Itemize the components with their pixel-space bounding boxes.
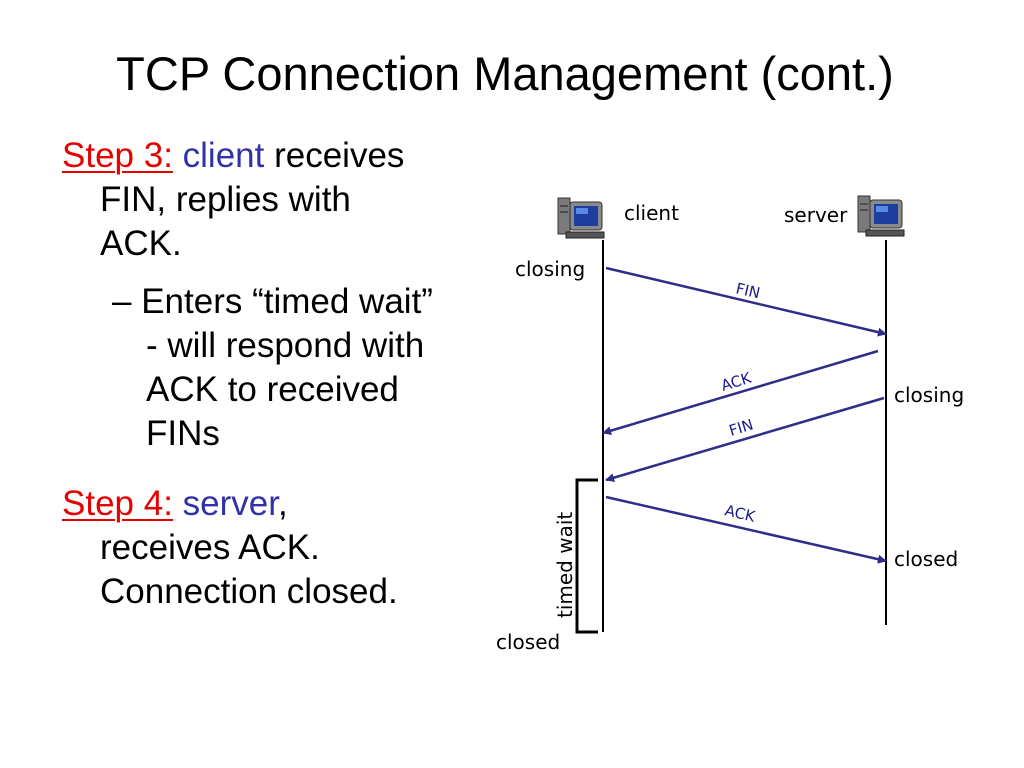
ack-message-label: ACK (719, 368, 754, 394)
ack-message-label: ACK (723, 501, 758, 526)
server-label: server (784, 203, 848, 227)
fin-arrow-client-to-server (605, 266, 887, 337)
step3-heading: Step 3: (62, 136, 173, 175)
ack-arrow-server-to-client (602, 349, 879, 435)
fin-message-label: FIN (734, 279, 762, 302)
step3-bullet: – Enters “timed wait” - will respond wit… (112, 280, 502, 456)
step4-actor: server (182, 484, 278, 523)
text-column: Step 3: client receives FIN, replies wit… (62, 134, 502, 614)
client-label: client (624, 201, 679, 225)
step4-text-c: Connection closed. (100, 572, 398, 611)
step3-text-a: receives (264, 136, 405, 175)
fin-arrow-server-to-client (605, 396, 885, 483)
step4-text-a: , (277, 484, 288, 523)
slide-title: TCP Connection Management (cont.) (116, 47, 894, 100)
server-closing-label: closing (894, 383, 964, 407)
step3-text-c: ACK. (100, 224, 182, 263)
step4-paragraph: Step 4: server, receives ACK. Connection… (62, 482, 502, 614)
client-closing-label: closing (515, 257, 585, 281)
server-closed-label: closed (894, 547, 958, 571)
timed-wait-bracket (575, 478, 598, 634)
client-closed-label: closed (496, 630, 560, 654)
computer-icon (857, 195, 905, 237)
step4-text-b: receives ACK. (100, 528, 320, 567)
step4-heading: Step 4: (62, 484, 173, 523)
step3-actor: client (182, 136, 265, 175)
ack-arrow-client-to-server (605, 495, 887, 564)
bullet-line: Enters “timed wait” (141, 282, 433, 321)
computer-icon (557, 197, 605, 239)
step3-text-b: FIN, replies with (100, 180, 351, 219)
bullet-line: - will respond with (146, 326, 425, 365)
bullet-dash: – (112, 282, 132, 321)
bullet-line: ACK to received (146, 370, 399, 409)
timed-wait-label: timed wait (553, 512, 577, 618)
step3-paragraph: Step 3: client receives FIN, replies wit… (62, 134, 502, 266)
bullet-line: FINs (146, 414, 220, 453)
